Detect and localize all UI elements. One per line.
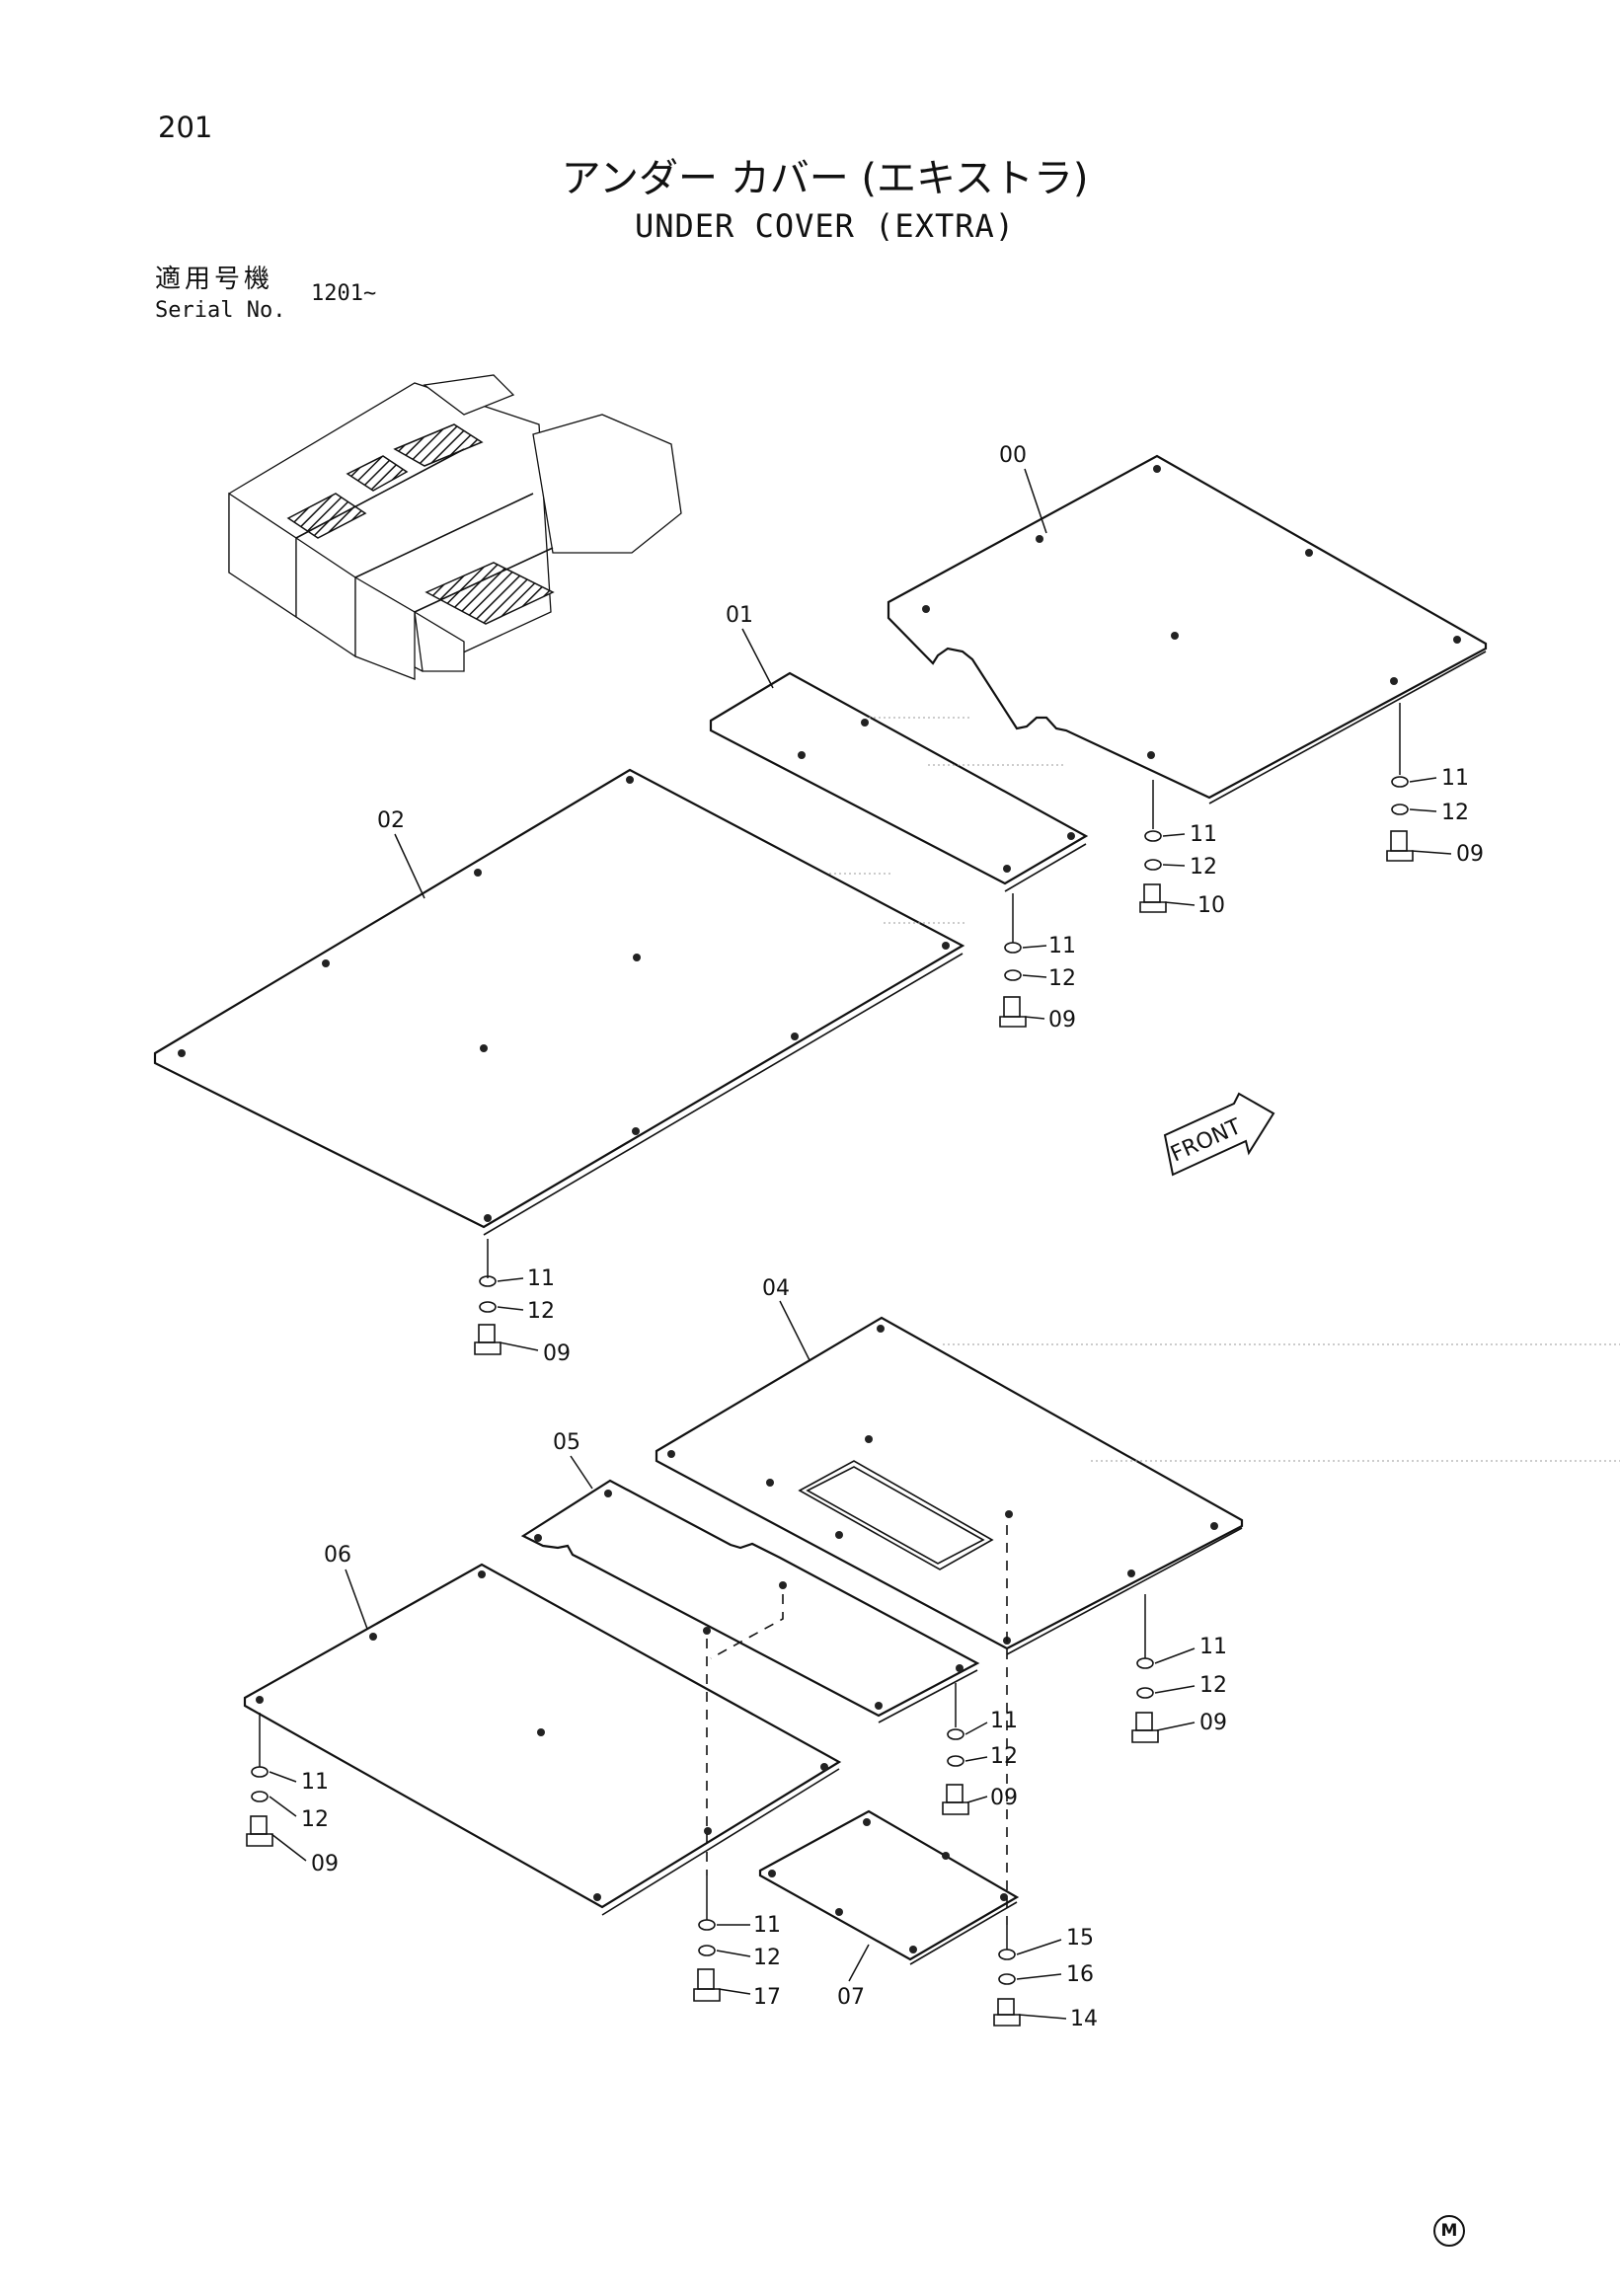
serial-label-english: Serial No.	[155, 298, 286, 323]
label-part-00: 00	[999, 443, 1027, 468]
label-hw-12: 12	[527, 1299, 555, 1324]
label-part-04: 04	[762, 1276, 790, 1301]
label-hw-15: 15	[1066, 1926, 1094, 1951]
label-hw-12: 12	[1048, 966, 1076, 991]
plate-04	[655, 1316, 1244, 1655]
part-labels: 00 01 02 04 05 06 07	[324, 443, 1027, 2010]
label-hw-09: 09	[543, 1341, 571, 1366]
label-hw-12: 12	[1441, 801, 1469, 825]
plate-05	[520, 1479, 980, 1723]
label-hw-12: 12	[301, 1807, 329, 1832]
label-hw-11: 11	[301, 1770, 329, 1795]
label-hw-11: 11	[1199, 1635, 1227, 1659]
hardware-labels: 11 12 09 11 12 10 11 12 09 11 12 09 11 1…	[301, 766, 1484, 2031]
label-hw-11: 11	[1190, 822, 1217, 847]
label-hw-14: 14	[1070, 2007, 1098, 2031]
label-hw-12: 12	[990, 1744, 1018, 1769]
label-hw-12: 12	[1190, 855, 1217, 880]
label-hw-09: 09	[1199, 1711, 1227, 1735]
label-hw-11: 11	[1048, 934, 1076, 958]
label-hw-11: 11	[1441, 766, 1469, 791]
label-hw-09: 09	[1048, 1008, 1076, 1033]
label-hw-11: 11	[990, 1709, 1018, 1733]
alignment-lines	[706, 1525, 1008, 1925]
serial-label-japanese: 適用号機	[155, 265, 274, 294]
plate-07	[758, 1809, 1020, 1965]
label-hw-09: 09	[311, 1852, 339, 1876]
page-title-english: UNDER COVER (EXTRA)	[634, 207, 1016, 245]
label-part-05: 05	[553, 1430, 580, 1455]
label-hw-11: 11	[753, 1913, 781, 1938]
plate-06	[243, 1563, 842, 1916]
label-hw-09: 09	[990, 1786, 1018, 1810]
label-part-01: 01	[726, 603, 753, 628]
page-number: 201	[158, 111, 213, 144]
machine-index-sketch	[228, 374, 682, 680]
maker-mark: M	[1433, 2215, 1465, 2247]
label-hw-11: 11	[527, 1266, 555, 1291]
plate-01	[709, 671, 1089, 892]
serial-number-value: 1201~	[311, 281, 377, 306]
label-hw-10: 10	[1197, 893, 1225, 918]
hardware-stacks	[246, 703, 1414, 2027]
label-part-07: 07	[837, 1985, 865, 2010]
label-hw-12: 12	[753, 1946, 781, 1970]
label-part-06: 06	[324, 1543, 351, 1568]
page-title-japanese: アンダー カバー (エキストラ)	[561, 156, 1089, 201]
plate-02	[153, 768, 965, 1236]
front-direction-arrow: FRONT	[1163, 1092, 1275, 1177]
label-hw-12: 12	[1199, 1673, 1227, 1698]
leader-lines	[269, 468, 1452, 2020]
label-part-02: 02	[377, 808, 405, 833]
label-hw-17: 17	[753, 1985, 781, 2010]
label-hw-09: 09	[1456, 842, 1484, 867]
label-hw-16: 16	[1066, 1962, 1094, 1987]
reference-lines	[829, 717, 1620, 1462]
plate-00	[887, 454, 1488, 804]
